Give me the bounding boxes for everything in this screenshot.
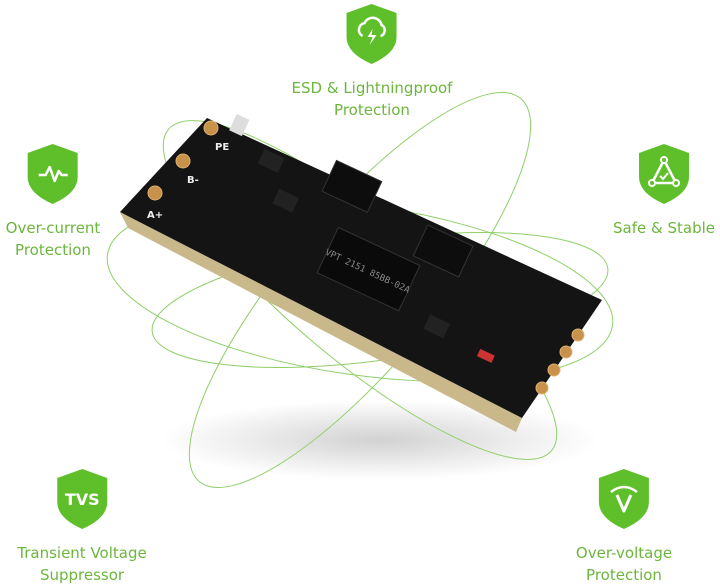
feature-title: ESD & Lightningproof: [291, 79, 453, 97]
feature-title: Over-current: [5, 219, 101, 237]
feature-safe-stable: Safe & Stable: [613, 143, 715, 239]
pulse-icon: [28, 144, 78, 204]
feature-esd: ESD & Lightningproof Protection: [291, 3, 453, 121]
component: [272, 188, 300, 213]
component: [423, 314, 451, 339]
pin-label: A+: [147, 210, 163, 221]
pcb-board: VPT 2151 85BB-02A PE B- A+: [120, 113, 602, 432]
pin-label: B-: [187, 175, 199, 186]
capacitor: [229, 113, 250, 137]
pin-pad: [203, 120, 219, 136]
triangle-check-icon: [639, 144, 689, 204]
pin-pad: [535, 381, 549, 395]
tvs-icon: TVS: [57, 469, 107, 529]
feature-over-voltage: Over-voltage Protection: [576, 468, 672, 586]
pin-pad: [559, 345, 573, 359]
feature-title: Over-voltage: [575, 544, 673, 562]
feature-subtitle: Protection: [15, 241, 91, 259]
ic-chip: [321, 159, 383, 214]
pin-pad: [175, 153, 191, 169]
feature-title: Transient Voltage: [17, 544, 147, 562]
component: [257, 148, 285, 173]
feature-subtitle: Suppressor: [39, 566, 125, 584]
voltage-v-icon: [599, 469, 649, 529]
cloud-lightning-icon: [346, 4, 397, 64]
ic-chip: [412, 224, 474, 278]
tvs-icon-text: TVS: [65, 490, 100, 509]
transformer-chip: [316, 226, 421, 312]
feature-title: Safe & Stable: [613, 219, 715, 237]
feature-subtitle: Protection: [586, 566, 662, 584]
pin-pad: [147, 185, 163, 201]
pin-label: PE: [215, 142, 229, 153]
feature-subtitle: Protection: [334, 101, 410, 119]
pin-pad: [571, 328, 585, 342]
pin-pad: [547, 363, 561, 377]
feature-over-current: Over-current Protection: [5, 143, 101, 261]
diode: [476, 348, 495, 363]
board-shadow: [160, 400, 600, 480]
feature-tvs: TVS Transient Voltage Suppressor: [17, 468, 147, 586]
